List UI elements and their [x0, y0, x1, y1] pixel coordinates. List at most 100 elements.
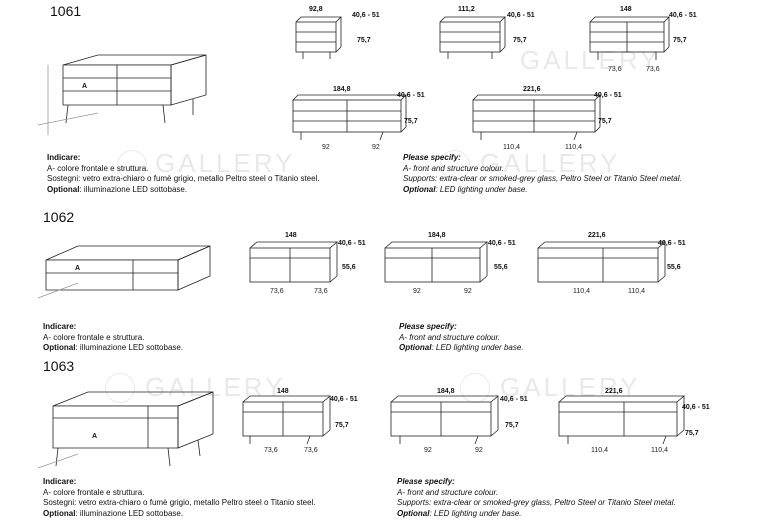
sideboard-perspective-1062	[37, 245, 211, 299]
front-view-184	[292, 94, 407, 141]
optional-label: Optional	[43, 508, 76, 518]
notes-line: A- colore frontale e struttura.	[43, 332, 145, 342]
height-label: 75,7	[505, 422, 519, 429]
notes-line: A- colore frontale e struttura.	[47, 163, 149, 173]
height-label: 75,7	[357, 37, 371, 44]
section-code: 1061	[50, 3, 82, 19]
notes-en: Please specify: A- front and structure c…	[397, 477, 676, 519]
notes-en: Please specify: A- front and structure c…	[403, 153, 682, 195]
bottom-label: 73,6	[608, 66, 622, 73]
notes-title: Indicare:	[43, 477, 77, 486]
width-label: 221,6	[523, 86, 541, 93]
optional-label: Optional	[47, 184, 80, 194]
bottom-label: 92	[372, 144, 380, 151]
front-view-92	[295, 16, 342, 59]
depth-label: 40,6 - 51	[352, 12, 380, 19]
notes-it: Indicare: A- colore frontale e struttura…	[47, 153, 320, 195]
optional-text: : illuminazione LED sottobase.	[75, 343, 184, 352]
width-label: 184,8	[333, 86, 351, 93]
notes-line: A- colore frontale e struttura.	[43, 487, 145, 497]
notes-line: A- front and structure colour.	[403, 163, 505, 173]
optional-text: : LED lighting under base.	[435, 184, 528, 194]
height-label: 75,7	[598, 118, 612, 125]
front-marker: A	[92, 433, 98, 440]
depth-label: 40,6 - 51	[397, 92, 425, 99]
bottom-label: 92	[475, 447, 483, 454]
notes-line: Sostegni: vetro extra-chiaro o fumè grig…	[47, 174, 320, 183]
watermark-text: GALLERY	[520, 45, 661, 75]
depth-label: 40,6 - 51	[500, 396, 528, 403]
watermark-text: GALLERY	[155, 148, 296, 178]
notes-it: Indicare: A- colore frontale e struttura…	[43, 477, 316, 519]
notes-it: Indicare: A- colore frontale e struttura…	[43, 322, 183, 354]
width-label: 184,8	[428, 232, 446, 239]
bottom-label: 73,6	[264, 447, 278, 454]
sideboard-perspective-1063	[37, 391, 214, 469]
notes-line: Supports: extra-clear or smoked-grey gla…	[397, 498, 676, 507]
bottom-label: 110,4	[591, 447, 608, 454]
front-view-111	[439, 16, 506, 59]
height-label: 75,7	[685, 430, 699, 437]
optional-text: : LED lighting under base.	[431, 343, 524, 352]
watermark-logo-icon	[105, 373, 135, 403]
depth-label: 40,6 - 51	[669, 12, 697, 19]
width-label: 221,6	[588, 232, 606, 239]
bottom-label: 92	[424, 447, 432, 454]
watermark-logo-icon	[117, 150, 147, 180]
front-view-184	[384, 241, 489, 283]
height-label: 75,7	[673, 37, 687, 44]
height-label: 55,6	[667, 264, 681, 271]
optional-text: : illuminazione LED sottobase.	[79, 184, 188, 194]
bottom-label: 110,4	[573, 288, 590, 295]
height-label: 75,7	[513, 37, 527, 44]
optional-label: Optional	[397, 508, 430, 518]
depth-label: 40,6 - 51	[507, 12, 535, 19]
width-label: 111,2	[458, 6, 475, 13]
watermark-text: GALLERY	[500, 372, 641, 402]
sideboard-perspective-1061	[37, 54, 207, 135]
bottom-label: 110,4	[503, 144, 520, 151]
section-code: 1062	[43, 209, 75, 225]
width-label: 221,6	[605, 388, 623, 395]
bottom-label: 73,6	[314, 288, 328, 295]
front-marker: A	[75, 265, 81, 272]
watermark-logo-icon	[460, 373, 490, 403]
bottom-label: 92	[464, 288, 472, 295]
bottom-label: 92	[322, 144, 330, 151]
front-view-148	[242, 395, 332, 445]
width-label: 92,8	[309, 6, 323, 13]
optional-label: Optional	[43, 343, 76, 352]
depth-label: 40,6 - 51	[594, 92, 622, 99]
depth-label: 40,6 - 51	[338, 240, 366, 247]
bottom-label: 110,4	[651, 447, 668, 454]
height-label: 55,6	[342, 264, 356, 271]
front-view-148	[589, 16, 670, 60]
optional-text: : illuminazione LED sottobase.	[75, 508, 184, 518]
width-label: 148	[277, 388, 289, 395]
front-marker: A	[82, 83, 88, 90]
bottom-label: 73,6	[304, 447, 318, 454]
front-view-184	[390, 395, 500, 445]
bottom-label: 92	[413, 288, 421, 295]
bottom-label: 73,6	[646, 66, 660, 73]
front-view-221	[558, 395, 686, 445]
optional-label: Optional	[399, 343, 432, 352]
section-code: 1063	[43, 358, 75, 374]
bottom-label: 110,4	[628, 288, 645, 295]
notes-line: A- front and structure colour.	[399, 332, 501, 342]
notes-title: Please specify:	[397, 477, 455, 486]
watermark-logo-icon	[440, 150, 470, 180]
height-label: 75,7	[335, 422, 349, 429]
width-label: 184,8	[437, 388, 455, 395]
depth-label: 40,6 - 51	[658, 240, 686, 247]
bottom-label: 110,4	[565, 144, 582, 151]
notes-title: Indicare:	[47, 153, 81, 162]
watermark-text: GALLERY	[480, 148, 621, 178]
height-label: 55,6	[494, 264, 508, 271]
notes-title: Indicare:	[43, 322, 77, 331]
width-label: 148	[620, 6, 632, 13]
notes-line: Supports: extra-clear or smoked-grey gla…	[403, 174, 682, 183]
optional-text: : LED lighting under base.	[429, 508, 522, 518]
bottom-label: 73,6	[270, 288, 284, 295]
depth-label: 40,6 - 51	[488, 240, 516, 247]
